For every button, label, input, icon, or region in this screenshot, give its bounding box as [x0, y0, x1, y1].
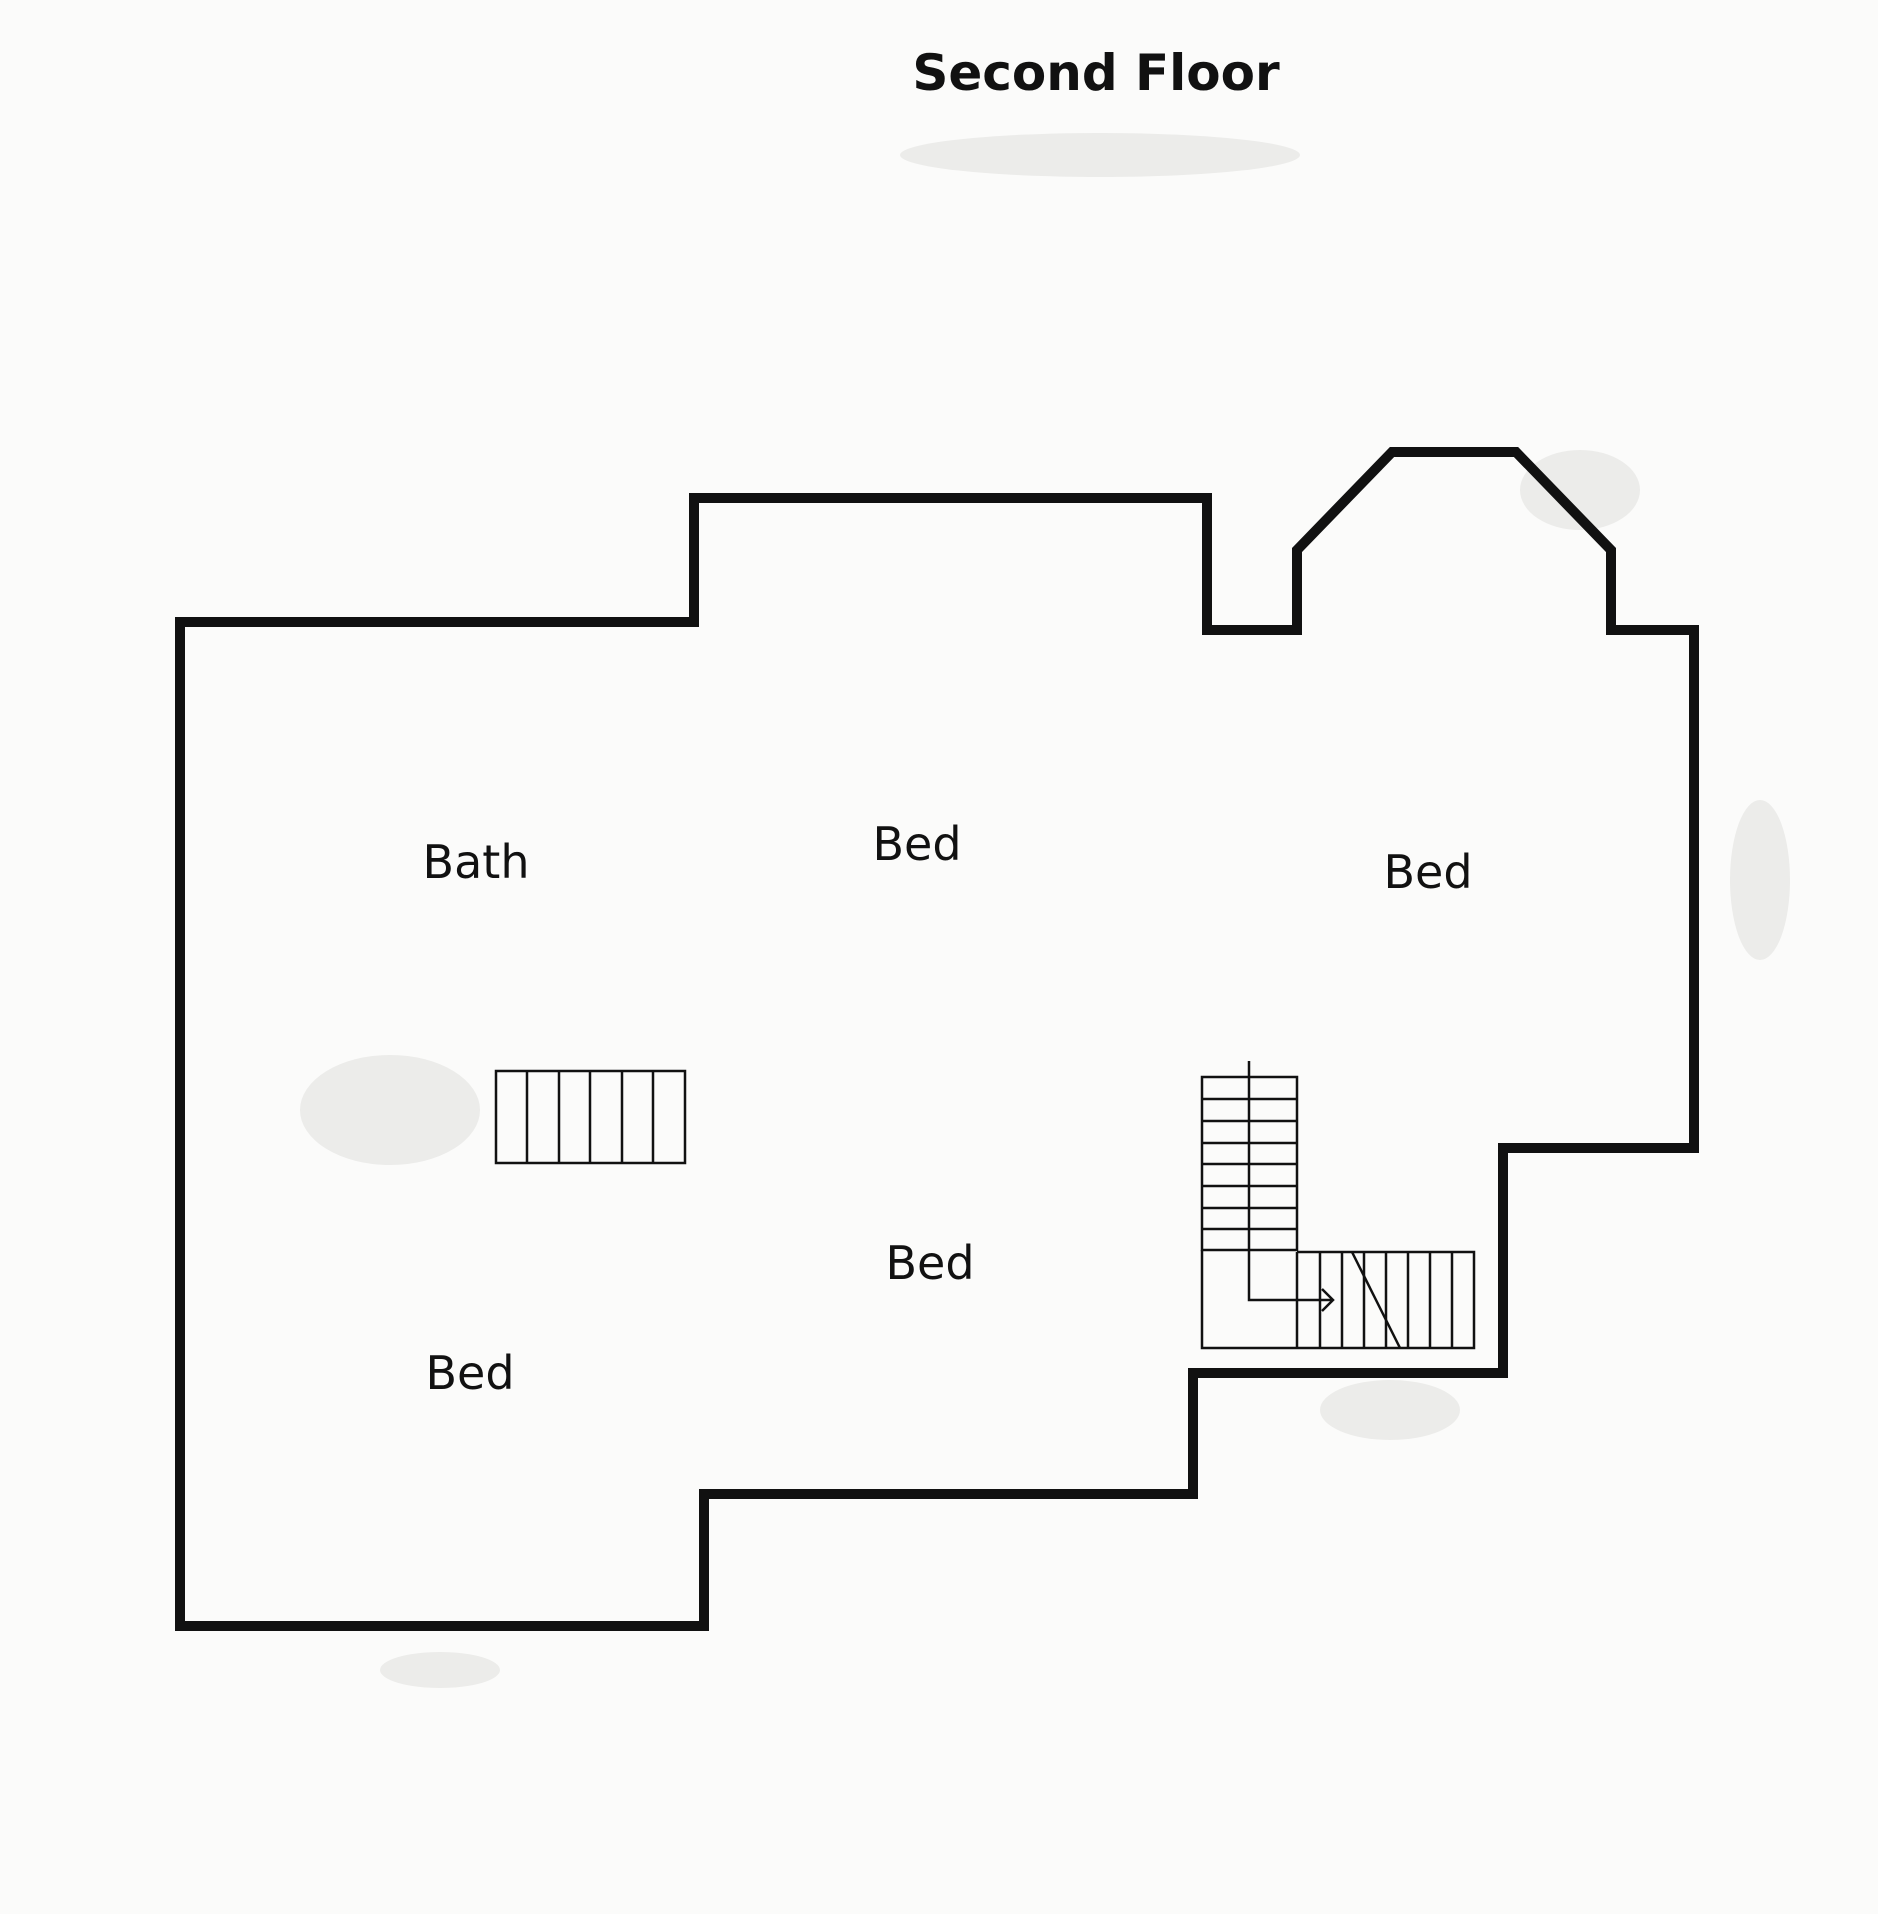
- stair-break-line: [1350, 1251, 1402, 1349]
- stair-direction-arrow: [1247, 1061, 1332, 1302]
- exterior-wall: [175, 447, 1699, 1631]
- room-label-bath: Bath: [423, 835, 530, 889]
- staircase-right: [1200, 1061, 1476, 1350]
- room-label-bed-top-middle: Bed: [872, 817, 961, 871]
- paper-smudges: [300, 133, 1790, 1688]
- room-label-bed-top-right: Bed: [1383, 845, 1472, 899]
- staircase-left: [494, 1069, 687, 1165]
- room-label-bed-center: Bed: [885, 1236, 974, 1290]
- room-label-bed-bottom-left: Bed: [425, 1346, 514, 1400]
- floor-title: Second Floor: [912, 44, 1280, 102]
